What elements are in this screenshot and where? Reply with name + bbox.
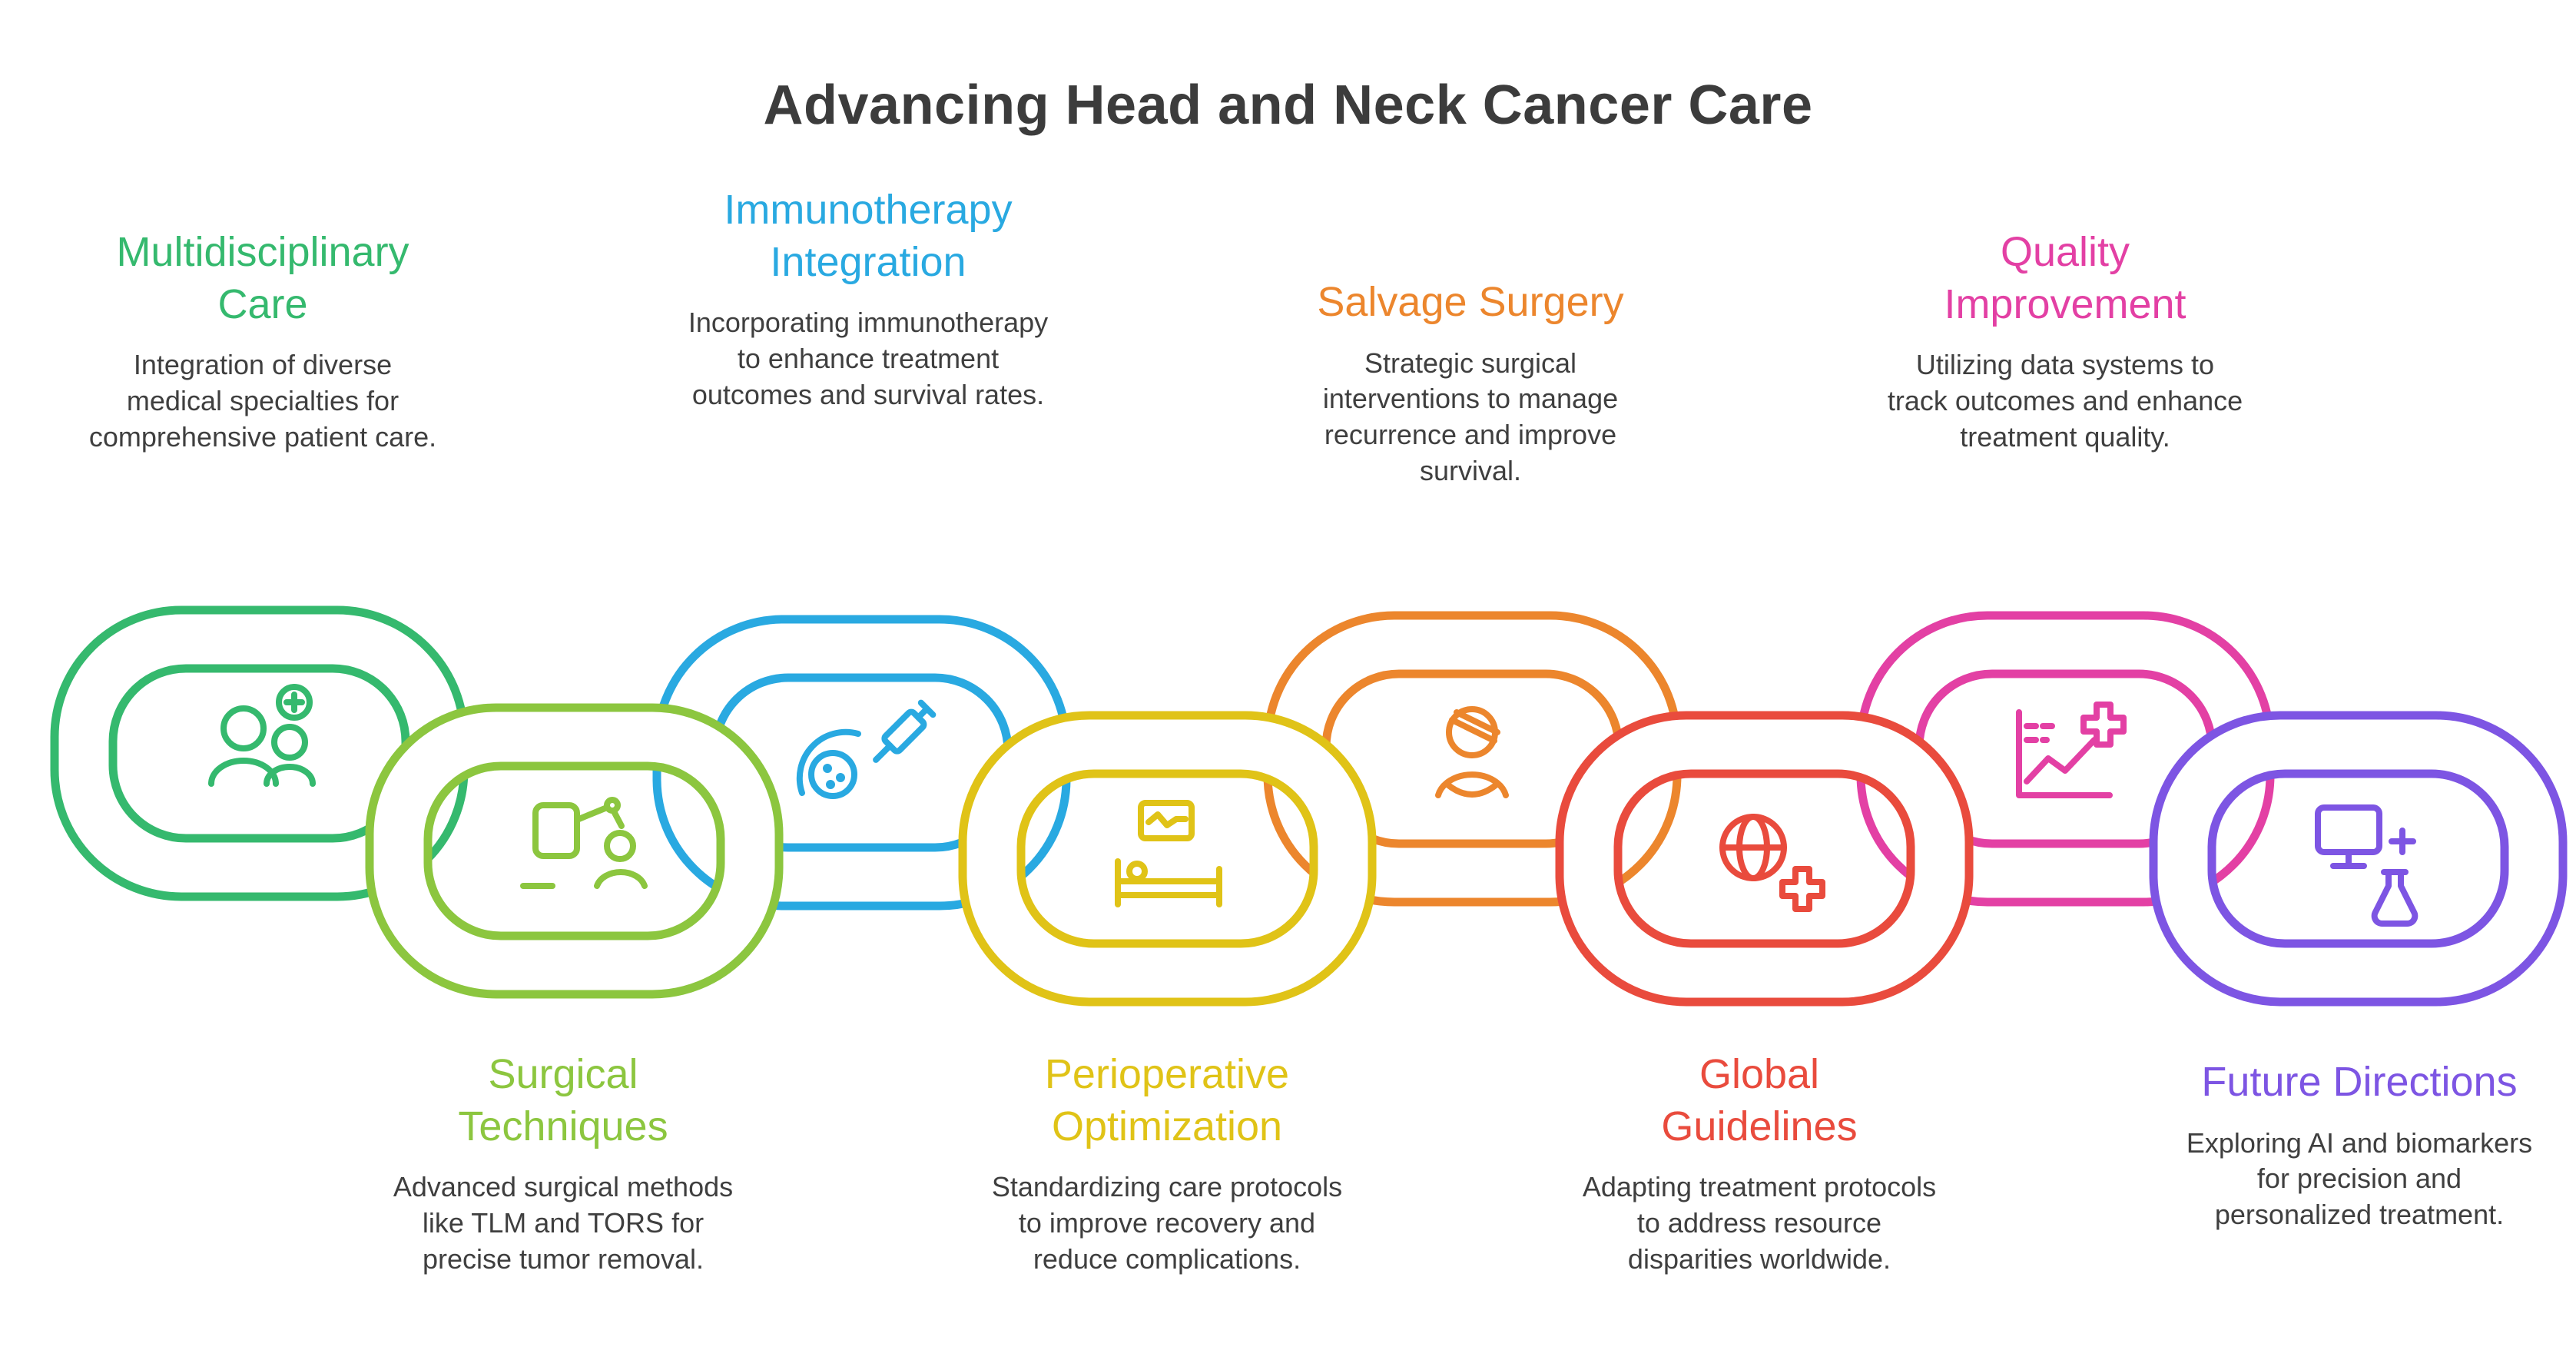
chain-link-future-directions — [2149, 711, 2568, 1007]
section-title: Perioperative Optimization — [1044, 1051, 1290, 1149]
chain-link-quality-improvement — [1856, 611, 2275, 907]
chain-ring — [958, 711, 1377, 1007]
section-description: Integration of diverse medical specialti… — [88, 349, 437, 453]
section-title: Multidisciplinary Care — [116, 229, 409, 327]
section-title: Future Directions — [2201, 1059, 2518, 1105]
label-group-surgical-techniques: Surgical Techniques Advanced surgical me… — [383, 1049, 744, 1277]
globe-cross-icon — [1719, 814, 1825, 912]
section-title: Salvage Surgery — [1317, 279, 1624, 325]
label-group-perioperative-optimization: Perioperative Optimization Standardizing… — [986, 1049, 1348, 1277]
section-description: Advanced surgical methods like TLM and T… — [393, 1171, 734, 1275]
label-group-multidisciplinary-care: Multidisciplinary Care Integration of di… — [82, 227, 443, 455]
team-medical-icon — [208, 684, 316, 787]
section-description: Incorporating immunotherapy to enhance t… — [688, 307, 1049, 410]
chain-ring — [1856, 611, 2275, 907]
page-title: Advancing Head and Neck Cancer Care — [763, 75, 1813, 137]
monitor-flask-icon — [2315, 804, 2419, 927]
chain-ring — [1263, 611, 1682, 907]
immunotherapy-syringe-icon — [796, 699, 937, 799]
chain-ring — [2149, 711, 2568, 1007]
chain-link-multidisciplinary-care — [50, 605, 469, 901]
label-group-quality-improvement: Quality Improvement Utilizing data syste… — [1885, 227, 2246, 455]
chain-link-perioperative-optimization — [958, 711, 1377, 1007]
label-group-immunotherapy-integration: Immunotherapy Integration Incorporating … — [688, 184, 1049, 413]
section-title: Immunotherapy Integration — [724, 187, 1013, 285]
surgical-robot-icon — [520, 797, 648, 889]
label-group-global-guidelines: Global Guidelines Adapting treatment pro… — [1579, 1049, 1940, 1277]
injured-patient-icon — [1435, 706, 1509, 798]
chain-ring — [1555, 711, 1974, 1007]
label-group-future-directions: Future Directions Exploring AI and bioma… — [2179, 1056, 2540, 1233]
section-description: Standardizing care protocols to improve … — [991, 1171, 1343, 1275]
section-title: Quality Improvement — [1944, 229, 2186, 327]
chain-link-global-guidelines — [1555, 711, 1974, 1007]
chain-link-immunotherapy-integration — [652, 615, 1071, 911]
chain-link-salvage-surgery — [1263, 611, 1682, 907]
patient-bed-icon — [1115, 800, 1222, 907]
section-description: Utilizing data systems to track outcomes… — [1887, 349, 2243, 453]
chart-cross-icon — [2016, 702, 2127, 798]
chain-ring — [365, 703, 784, 999]
section-description: Strategic surgical interventions to mana… — [1322, 347, 1619, 486]
label-group-salvage-surgery: Salvage Surgery Strategic surgical inter… — [1290, 277, 1651, 489]
section-title: Surgical Techniques — [458, 1051, 668, 1149]
chain-link-surgical-techniques — [365, 703, 784, 999]
section-description: Exploring AI and biomarkers for precisio… — [2186, 1126, 2533, 1231]
chain-ring — [50, 605, 469, 901]
chain-ring — [652, 615, 1071, 911]
section-title: Global Guidelines — [1661, 1051, 1858, 1149]
section-description: Adapting treatment protocols to address … — [1582, 1171, 1937, 1275]
